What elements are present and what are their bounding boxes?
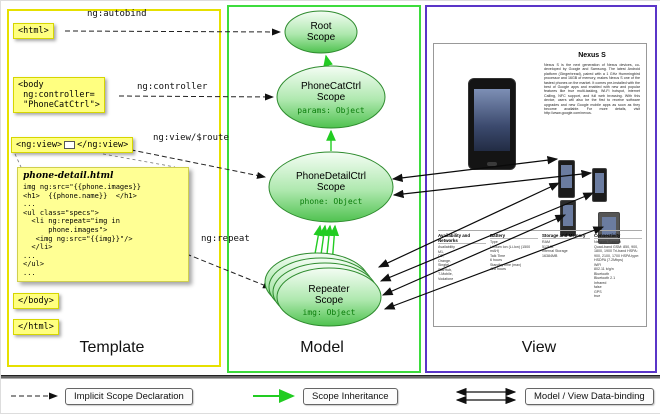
ngview-box: <ng:view> </ng:view> [11, 137, 134, 153]
model-column [227, 5, 421, 373]
legend-implicit-box: Implicit Scope Declaration [65, 388, 193, 405]
thumbnail-screen [563, 205, 573, 227]
spec-header: Battery [490, 233, 538, 240]
thumbnail-screen [594, 172, 605, 193]
dashed-arrow-icon [11, 392, 58, 400]
label-ng-controller: ng:controller [137, 82, 208, 92]
template-column [7, 9, 221, 367]
label-ng-repeat: ng:repeat [201, 234, 250, 244]
double-arrow-icon [455, 387, 517, 405]
legend-inheritance-box: Scope Inheritance [303, 388, 398, 405]
code-title: phone-detail.html [23, 171, 114, 181]
spec-header: Storage and Memory [542, 233, 590, 240]
body-close-box: </body> [13, 293, 59, 309]
legend-divider [1, 375, 660, 379]
spec-table: Availability and Networks Availability M… [438, 230, 642, 299]
ngview-open-tag: <ng:view> [16, 140, 63, 150]
spec-col-connectivity: Connectivity Network Support Quad-band G… [594, 233, 642, 299]
view-phone-description: Nexus S is the next generation of Nexus … [544, 63, 640, 116]
spec-col-battery: Battery Type Lithium Ion (Li-Ion) (1500 … [490, 233, 538, 299]
view-phone-title: Nexus S [578, 52, 606, 59]
label-ng-view-route: ng:view/$route [153, 133, 229, 143]
phone-detail-code-block: phone-detail.html img ng:src="{{phone.im… [17, 167, 189, 282]
spec-items: RAM 512MB Internal Storage 16384MB [542, 240, 568, 258]
spec-header: Connectivity [594, 233, 642, 240]
body-open-box: <body ng:controller= "PhoneCatCtrl"> [13, 77, 105, 113]
spec-items: Type Lithium Ion (Li-Ion) (1500 mAH) Tal… [490, 240, 531, 272]
html-open-box: <html> [13, 23, 54, 39]
phone-screen [474, 89, 510, 151]
view-placeholder-icon [64, 141, 76, 149]
label-ng-autobind: ng:autobind [87, 9, 147, 19]
legend-databinding-box: Model / View Data-binding [525, 388, 654, 405]
ngview-close-tag: </ng:view> [77, 140, 129, 150]
phone-thumbnail [558, 160, 575, 198]
spec-header: Availability and Networks [438, 233, 486, 245]
code-lines: img ng:src="{{phone.images}} <h1> {{phon… [23, 183, 142, 277]
phone-thumbnail [592, 168, 607, 202]
green-arrow-icon [253, 389, 295, 403]
view-section-label: View [521, 339, 557, 356]
phone-key [487, 162, 497, 166]
spec-items: Network Support Quad-band GSM: 850, 900,… [594, 240, 640, 299]
thumbnail-screen [561, 165, 572, 188]
spec-col-storage: Storage and Memory RAM 512MB Internal St… [542, 233, 590, 299]
spec-col-availability: Availability and Networks Availability M… [438, 233, 486, 299]
model-section-label: Model [300, 339, 344, 356]
phone-image [468, 78, 516, 170]
template-section-label: Template [79, 339, 145, 356]
spec-items: Availability M1, O2, Orange, Singtel, St… [438, 245, 455, 281]
view-panel: Nexus S Nexus S is the next generation o… [433, 43, 647, 327]
html-close-box: </html> [13, 319, 59, 335]
